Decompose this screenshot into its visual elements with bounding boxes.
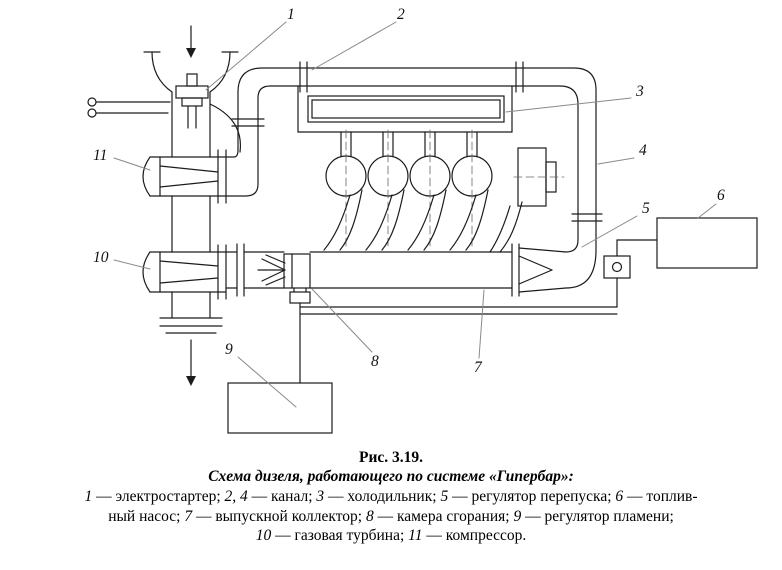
label-6: 6: [717, 187, 725, 204]
label-9: 9: [225, 341, 233, 358]
combustion-chamber-drawing: [257, 253, 311, 304]
bypass-regulator-drawing: [511, 239, 597, 297]
label-3: 3: [635, 83, 644, 100]
legend-text: — электростартер;: [92, 488, 225, 505]
label-5: 5: [642, 200, 650, 217]
figure-caption: Рис. 3.19. Схема дизеля, работающего по …: [0, 449, 782, 546]
schematic-svg: 1 2 3 4 5 6 7 8 9 10 11: [87, 6, 758, 434]
electric-starter-drawing: [87, 73, 209, 129]
legend-line-3: 10 — газовая турбина; 11 — компрессор.: [0, 526, 782, 546]
legend-text: ный насос;: [108, 507, 185, 525]
intake-stack-drawing: [143, 51, 242, 334]
legend-line-2: ный насос; 7 — выпускной коллектор; 8 — …: [0, 507, 782, 527]
legend-num: 10: [255, 527, 272, 544]
legend-text: — канал;: [247, 488, 317, 505]
exhaust-manifold-drawing: [225, 243, 513, 297]
legend-text: — выпускной коллектор;: [192, 507, 366, 525]
label-8: 8: [371, 353, 379, 370]
part-labels: 1 2 3 4 5 6 7 8 9 10 11: [93, 6, 725, 376]
label-7: 7: [474, 359, 483, 376]
legend-num: 8: [365, 507, 374, 525]
legend-num: 2, 4: [224, 488, 248, 505]
centerlines: [345, 129, 565, 251]
flame-regulator-drawing: [227, 382, 333, 434]
fuel-pump-drawing: [299, 217, 758, 384]
label-4: 4: [639, 142, 647, 159]
legend-line-1: 1 — электростартер; 2, 4 — канал; 3 — хо…: [0, 487, 782, 507]
label-11: 11: [93, 147, 107, 164]
cooler-drawing: [297, 85, 513, 133]
legend-num: 5: [440, 488, 449, 505]
label-10: 10: [93, 249, 109, 266]
exhaust-runners-drawing: [323, 189, 523, 253]
diagram: 1 2 3 4 5 6 7 8 9 10 11: [87, 6, 758, 434]
legend-num: 11: [408, 527, 423, 544]
figure-number: Рис. 3.19.: [358, 449, 424, 466]
legend-num: 1: [84, 488, 93, 505]
air-channel-drawing: [225, 61, 603, 251]
legend-text: — холодильник;: [324, 488, 441, 505]
legend-text: — топлив-: [623, 488, 698, 505]
legend-text: — камера сгорания;: [373, 507, 514, 525]
legend-text: — регулятор перепуска;: [448, 488, 616, 505]
label-1: 1: [287, 6, 295, 23]
figure: 1 2 3 4 5 6 7 8 9 10 11 Рис. 3.19. Схема…: [0, 6, 782, 546]
legend-num: 9: [513, 507, 522, 525]
figure-legend: 1 — электростартер; 2, 4 — канал; 3 — хо…: [0, 487, 782, 546]
flow-arrow-icons: [186, 25, 196, 386]
figure-title: Схема дизеля, работающего по системе «Ги…: [208, 468, 574, 485]
legend-num: 7: [184, 507, 193, 525]
legend-num: 6: [615, 488, 624, 505]
legend-num: 3: [316, 488, 325, 505]
label-2: 2: [397, 6, 405, 23]
gas-turbine-drawing: [142, 244, 227, 300]
leader-lines: [113, 21, 717, 408]
legend-text: — регулятор пламени;: [521, 507, 674, 525]
legend-text: — компрессор.: [422, 527, 527, 544]
compressor-drawing: [142, 149, 227, 204]
legend-text: — газовая турбина;: [271, 527, 409, 544]
